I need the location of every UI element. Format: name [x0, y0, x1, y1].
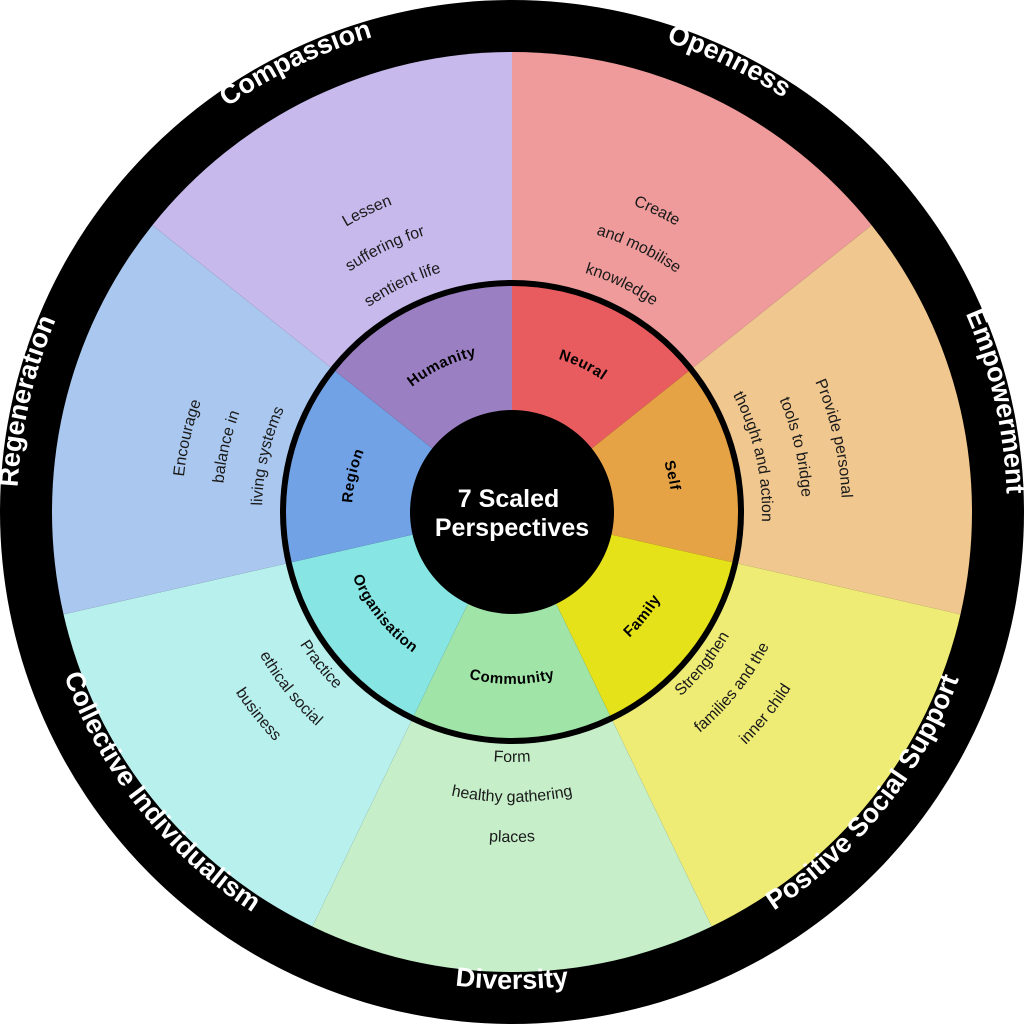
description-diversity-line-3: places [489, 828, 536, 846]
description-line-text: healthy gathering [450, 783, 574, 806]
inner-slice-community [413, 512, 611, 739]
outer-label-text: Diversity [454, 962, 569, 995]
center-title: 7 Scaled Perspectives [435, 485, 589, 542]
inner-label-text: Community [468, 666, 556, 688]
description-line-text: places [489, 828, 536, 846]
description-line-text: Form [493, 748, 531, 766]
outer-slices [51, 52, 973, 972]
center-title-line-1: 7 Scaled [458, 485, 559, 513]
inner-label-community: Community [468, 666, 556, 688]
center-title-line-2: Perspectives [435, 514, 589, 542]
inner-label-self: Self [660, 458, 683, 492]
outer-label-diversity: Diversity [454, 962, 569, 995]
description-diversity-line-2: healthy gathering [450, 783, 574, 806]
center-disc [410, 410, 614, 614]
inner-label-text: Self [660, 458, 683, 492]
description-diversity-line-1: Form [493, 748, 531, 766]
